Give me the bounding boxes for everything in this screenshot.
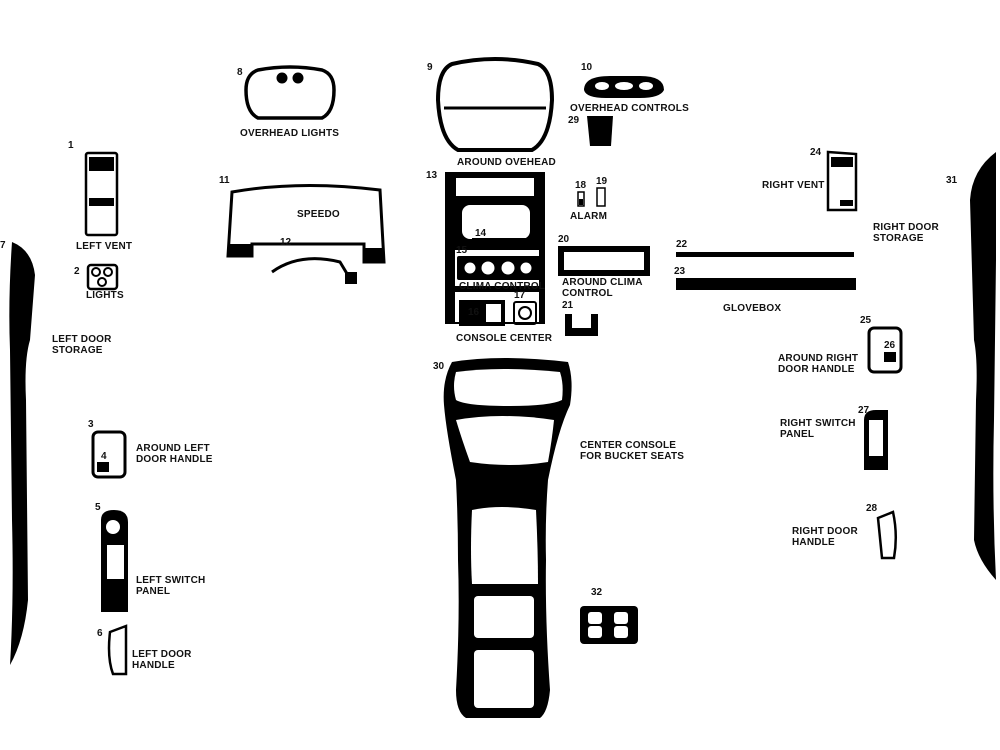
part-5-left-switch-panel-shape — [101, 510, 128, 612]
part-25-around-right-door-handle-shape — [867, 326, 903, 374]
part-number-13: 13 — [426, 170, 438, 181]
part-label-left-switch-panel: LEFT SWITCH PANEL — [136, 575, 206, 597]
part-number-19: 19 — [596, 176, 608, 187]
part-number-20: 20 — [558, 234, 570, 245]
part-number-1: 1 — [68, 140, 74, 151]
part-number-16: 16 — [468, 307, 480, 318]
part-21-shape — [565, 314, 598, 336]
part-28-right-door-handle-shape — [876, 510, 897, 560]
part-number-22: 22 — [676, 239, 688, 250]
part-label-around-right-door-handle: AROUND RIGHT DOOR HANDLE — [778, 353, 859, 375]
part-number-21: 21 — [562, 300, 574, 311]
part-14-shape — [472, 238, 526, 242]
part-number-17: 17 — [514, 290, 526, 301]
part-number-32: 32 — [591, 587, 603, 598]
part-label-right-door-storage: RIGHT DOOR STORAGE — [873, 222, 939, 244]
part-22-shape — [676, 252, 854, 257]
part-31-right-door-storage-shape — [970, 152, 996, 580]
part-number-2: 2 — [74, 266, 80, 277]
part-number-6: 6 — [97, 628, 103, 639]
part-32-shape — [580, 606, 638, 644]
part-number-4: 4 — [101, 451, 107, 462]
part-27-right-switch-panel-shape — [864, 410, 888, 470]
part-20-around-clima-control-shape — [558, 246, 650, 276]
part-label-right-switch-panel: RIGHT SWITCH PANEL — [780, 418, 856, 440]
part-17-shape — [513, 301, 537, 325]
part-label-around-clima-control: AROUND CLIMA CONTROL — [562, 277, 643, 299]
part-30-center-console-shape — [443, 358, 572, 718]
part-number-18: 18 — [575, 180, 587, 191]
part-29-shape — [587, 116, 613, 146]
part-label-speedo: SPEEDO — [297, 209, 340, 220]
part-18-shape — [577, 191, 585, 207]
part-10-overhead-controls-shape — [584, 76, 664, 98]
part-label-left-door-handle: LEFT DOOR HANDLE — [132, 649, 192, 671]
part-number-23: 23 — [674, 266, 686, 277]
part-number-27: 27 — [858, 405, 870, 416]
part-label-glovebox: GLOVEBOX — [723, 303, 782, 314]
part-number-24: 24 — [810, 147, 822, 158]
part-number-9: 9 — [427, 62, 433, 73]
part-number-25: 25 — [860, 315, 872, 326]
part-number-15: 15 — [456, 245, 468, 256]
part-label-lights: LIGHTS — [86, 290, 124, 301]
part-label-around-ovehead: AROUND OVEHEAD — [457, 157, 556, 168]
part-label-clima-control: CLIMA CONTROL — [459, 281, 546, 292]
part-label-right-vent: RIGHT VENT — [762, 180, 825, 191]
part-number-11: 11 — [219, 175, 230, 186]
part-16-shape — [459, 300, 505, 326]
part-number-5: 5 — [95, 502, 101, 513]
part-11-speedo-shape — [226, 183, 386, 264]
part-number-14: 14 — [475, 228, 487, 239]
part-23-glovebox-shape — [676, 278, 856, 290]
part-number-29: 29 — [568, 115, 580, 126]
part-number-12: 12 — [280, 237, 292, 248]
part-label-overhead-lights: OVERHEAD LIGHTS — [240, 128, 340, 139]
part-9-around-ovehead-shape — [435, 57, 555, 152]
part-label-console-center: CONSOLE CENTER — [456, 333, 553, 344]
part-15-clima-control-shape — [457, 256, 545, 280]
part-2-lights-shape — [86, 263, 119, 291]
part-1-left-vent-shape — [84, 151, 119, 237]
part-label-left-door-storage: LEFT DOOR STORAGE — [52, 334, 112, 356]
part-number-31: 31 — [946, 175, 958, 186]
part-number-28: 28 — [866, 503, 878, 514]
part-label-right-door-handle: RIGHT DOOR HANDLE — [792, 526, 858, 548]
part-number-8: 8 — [237, 67, 243, 78]
part-number-30: 30 — [433, 361, 445, 372]
part-24-right-vent-shape — [826, 150, 858, 212]
part-label-alarm: ALARM — [570, 211, 608, 222]
part-6-left-door-handle-shape — [107, 624, 128, 676]
part-label-left-vent: LEFT VENT — [76, 241, 133, 252]
part-number-10: 10 — [581, 62, 593, 73]
part-label-center-console-for-bucket-seats: CENTER CONSOLE FOR BUCKET SEATS — [580, 440, 685, 462]
part-3-around-left-door-handle-shape — [91, 430, 127, 479]
part-number-26: 26 — [884, 340, 896, 351]
part-number-7: 7 — [0, 240, 6, 251]
part-label-overhead-controls: OVERHEAD CONTROLS — [570, 103, 689, 114]
part-number-3: 3 — [88, 419, 94, 430]
part-label-around-left-door-handle: AROUND LEFT DOOR HANDLE — [136, 443, 213, 465]
part-19-shape — [596, 187, 606, 207]
part-12-shape — [271, 257, 357, 284]
part-8-overhead-lights-shape — [244, 65, 336, 120]
part-7-left-door-storage-shape — [9, 242, 36, 665]
